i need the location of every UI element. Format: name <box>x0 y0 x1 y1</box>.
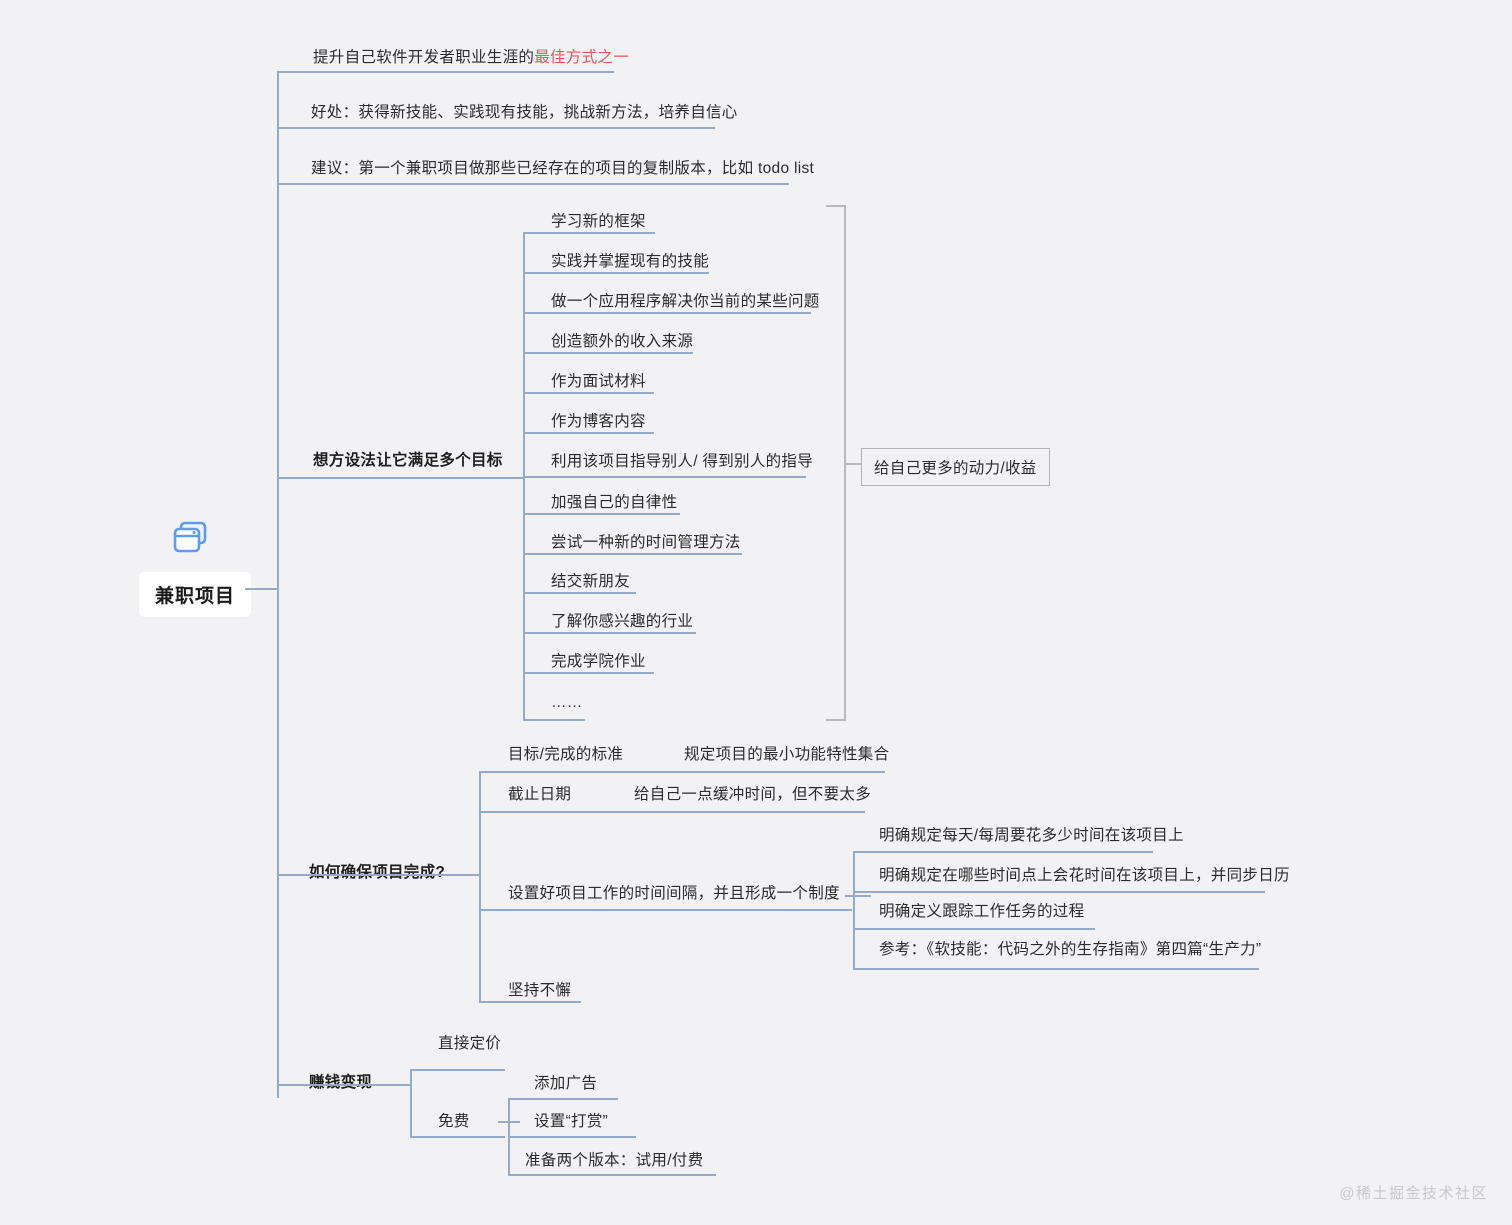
node-deadline-label[interactable]: 截止日期 <box>508 786 572 803</box>
underline-schedule-child-0 <box>853 851 1153 853</box>
connector-schedule-trunk <box>853 851 855 970</box>
underline-persist <box>479 1001 581 1003</box>
watermark: @稀土掘金技术社区 <box>1339 1185 1488 1202</box>
connector-root-stem <box>245 588 278 590</box>
node-goal-2[interactable]: 做一个应用程序解决你当前的某些问题 <box>551 293 820 310</box>
node-free-child-0[interactable]: 添加广告 <box>534 1075 598 1092</box>
underline-goal-8 <box>523 553 742 555</box>
node-goal-5[interactable]: 作为博客内容 <box>551 413 646 430</box>
node-goal-10[interactable]: 了解你感兴趣的行业 <box>551 613 694 630</box>
node-multi-goals[interactable]: 想方设法让它满足多个目标 <box>313 452 503 469</box>
node-goal-9[interactable]: 结交新朋友 <box>551 573 631 590</box>
stacked-windows-icon <box>172 521 208 555</box>
node-goal-12[interactable]: …… <box>551 694 583 711</box>
underline-free-child-1 <box>508 1136 636 1138</box>
underline-goal-6 <box>523 476 806 478</box>
underline-goal-12 <box>523 719 585 721</box>
node-schedule[interactable]: 设置好项目工作的时间间隔，并且形成一个制度 <box>508 885 840 902</box>
connector-ensure-stem <box>277 874 481 876</box>
connector-monetize-stem <box>277 1084 412 1086</box>
underline-goal-9 <box>523 592 636 594</box>
headline-accent: 最佳方式之一 <box>534 49 630 66</box>
underline-direct-pricing <box>410 1069 505 1071</box>
node-goals-summary[interactable]: 给自己更多的动力/收益 <box>861 448 1050 486</box>
connector-schedule-stem <box>845 895 871 897</box>
connector-main-trunk <box>277 72 279 1098</box>
underline-multi-goals <box>277 477 523 479</box>
node-goal-6[interactable]: 利用该项目指导别人/ 得到别人的指导 <box>551 453 814 470</box>
underline-ensure-goal <box>479 771 885 773</box>
node-headline[interactable]: 提升自己软件开发者职业生涯的最佳方式之一 <box>313 50 629 66</box>
node-benefits[interactable]: 好处：获得新技能、实践现有技能，挑战新方法，培养自信心 <box>311 104 738 121</box>
summary-bracket-bottom <box>826 719 846 721</box>
node-direct-pricing[interactable]: 直接定价 <box>438 1035 502 1052</box>
node-deadline-note[interactable]: 给自己一点缓冲时间，但不要太多 <box>634 786 872 803</box>
underline-goal-11 <box>523 672 654 674</box>
node-goal-4[interactable]: 作为面试材料 <box>551 373 646 390</box>
underline-deadline <box>479 811 865 813</box>
underline-goal-7 <box>523 513 680 515</box>
node-monetize[interactable]: 赚钱变现 <box>309 1074 373 1091</box>
underline-benefits <box>277 127 715 129</box>
underline-free <box>410 1136 505 1138</box>
underline-schedule-child-1 <box>853 891 1265 893</box>
node-persist[interactable]: 坚持不懈 <box>508 982 572 999</box>
node-suggestion[interactable]: 建议：第一个兼职项目做那些已经存在的项目的复制版本，比如 todo list <box>311 160 815 177</box>
node-goal-3[interactable]: 创造额外的收入来源 <box>551 333 694 350</box>
summary-bracket-top <box>826 205 846 207</box>
headline-prefix: 提升自己软件开发者职业生涯的 <box>313 49 535 66</box>
underline-goal-0 <box>523 232 655 234</box>
node-goal-11[interactable]: 完成学院作业 <box>551 653 646 670</box>
node-schedule-child-3[interactable]: 参考：《软技能：代码之外的生存指南》第四篇“生产力” <box>879 941 1262 958</box>
summary-bracket-stem <box>844 463 862 465</box>
node-free-child-1[interactable]: 设置“打赏” <box>534 1113 609 1130</box>
node-free-child-2[interactable]: 准备两个版本：试用/付费 <box>525 1152 704 1169</box>
underline-goal-5 <box>523 432 654 434</box>
connector-monetize-trunk <box>410 1070 412 1137</box>
underline-goal-2 <box>523 312 811 314</box>
node-ensure-completion[interactable]: 如何确保项目完成? <box>309 864 446 881</box>
underline-goal-1 <box>523 272 709 274</box>
underline-goal-4 <box>523 392 654 394</box>
underline-headline <box>277 71 614 73</box>
node-schedule-child-0[interactable]: 明确规定每天/每周要花多少时间在该项目上 <box>879 827 1184 844</box>
node-schedule-child-1[interactable]: 明确规定在哪些时间点上会花时间在该项目上，并同步日历 <box>879 867 1290 884</box>
node-ensure-goal-note[interactable]: 规定项目的最小功能特性集合 <box>684 746 890 763</box>
underline-goal-3 <box>523 352 693 354</box>
node-goal-1[interactable]: 实践并掌握现有的技能 <box>551 253 710 270</box>
node-schedule-child-2[interactable]: 明确定义跟踪工作任务的过程 <box>879 903 1085 920</box>
underline-schedule-child-3 <box>853 968 1259 970</box>
underline-suggestion <box>277 183 789 185</box>
node-ensure-goal-label[interactable]: 目标/完成的标准 <box>508 746 624 763</box>
node-goal-0[interactable]: 学习新的框架 <box>551 213 646 230</box>
underline-schedule <box>479 909 852 911</box>
underline-free-child-0 <box>508 1098 618 1100</box>
underline-free-child-2 <box>508 1174 716 1176</box>
connector-ensure-trunk <box>479 772 481 1001</box>
underline-goal-10 <box>523 632 696 634</box>
node-free[interactable]: 免费 <box>438 1113 470 1130</box>
node-goal-8[interactable]: 尝试一种新的时间管理方法 <box>551 534 741 551</box>
underline-schedule-child-2 <box>853 928 1095 930</box>
node-goal-7[interactable]: 加强自己的自律性 <box>551 494 678 511</box>
root-node[interactable]: 兼职项目 <box>139 572 252 617</box>
